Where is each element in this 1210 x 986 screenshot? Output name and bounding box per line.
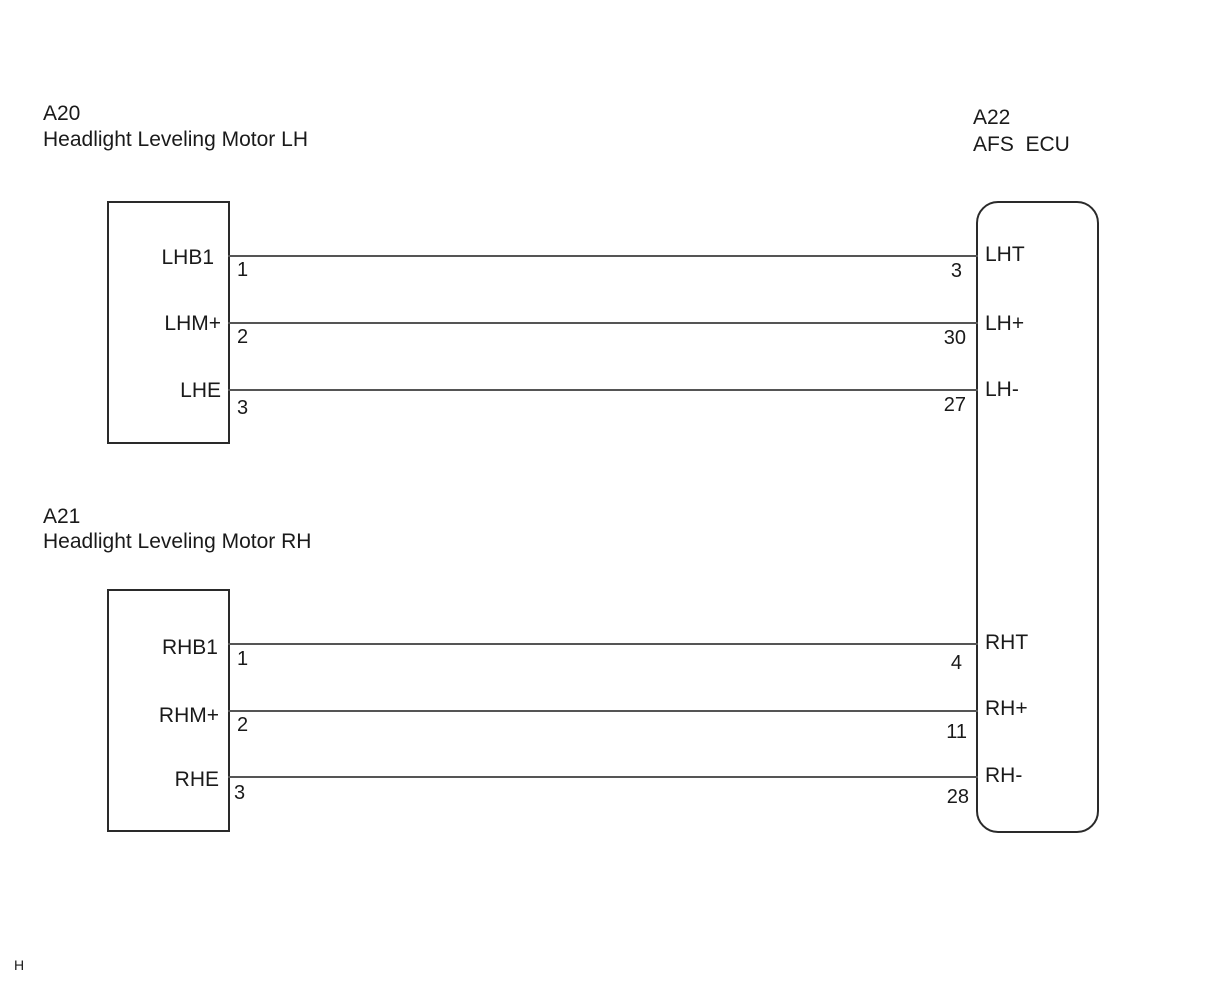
corner-mark: H xyxy=(14,957,25,973)
terminal-label: LHM+ xyxy=(164,312,221,335)
pin-number: 1 xyxy=(237,648,249,670)
pin-number: 3 xyxy=(950,260,962,282)
terminal-label: LHB1 xyxy=(161,246,214,269)
wire-lhm-lh-plus xyxy=(228,322,978,324)
wire-rhb1-rht xyxy=(228,643,978,645)
rh-motor-box xyxy=(107,589,230,832)
lh-motor-name: Headlight Leveling Motor LH xyxy=(43,128,308,151)
ecu-code: A22 xyxy=(973,106,1011,129)
ecu-box xyxy=(976,201,1099,833)
pin-number: 4 xyxy=(950,652,962,674)
pin-number: 2 xyxy=(237,714,249,736)
wire-lhb1-lht xyxy=(228,255,978,257)
terminal-label: LH+ xyxy=(985,312,1025,335)
pin-number: 11 xyxy=(946,721,967,743)
terminal-label: RHB1 xyxy=(161,636,218,659)
ecu-name: AFS ECU xyxy=(973,133,1070,156)
terminal-label: RHE xyxy=(174,768,219,791)
pin-number: 27 xyxy=(943,394,966,416)
rh-motor-name: Headlight Leveling Motor RH xyxy=(43,530,312,553)
pin-number: 2 xyxy=(237,326,249,348)
terminal-label: LHE xyxy=(180,379,221,402)
terminal-label: RH+ xyxy=(985,697,1028,720)
rh-motor-code: A21 xyxy=(43,505,81,528)
pin-number: 1 xyxy=(237,259,249,281)
lh-motor-box xyxy=(107,201,230,444)
wire-rhm-rh-plus xyxy=(228,710,978,712)
lh-motor-code: A20 xyxy=(43,102,81,125)
terminal-label: RHT xyxy=(985,631,1029,654)
pin-number: 3 xyxy=(234,782,246,804)
terminal-label: LH- xyxy=(985,378,1019,401)
terminal-label: LHT xyxy=(985,243,1025,266)
pin-number: 28 xyxy=(946,786,969,808)
wire-lhe-lh-minus xyxy=(228,389,978,391)
terminal-label: RH- xyxy=(985,764,1023,787)
terminal-label: RHM+ xyxy=(158,704,219,727)
pin-number: 30 xyxy=(943,327,966,349)
pin-number: 3 xyxy=(237,397,249,419)
wire-rhe-rh-minus xyxy=(228,776,978,778)
